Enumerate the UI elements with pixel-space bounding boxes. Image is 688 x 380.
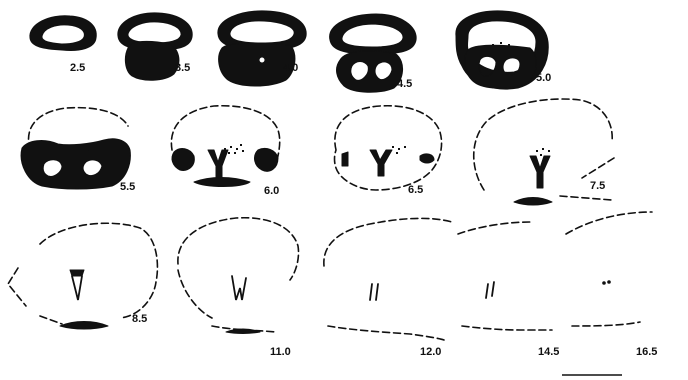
section-11-0-outline	[178, 218, 299, 332]
section-7-5: 7.5	[474, 99, 614, 205]
section-14-5-outline	[458, 222, 552, 330]
section-14-5: 14.5	[458, 222, 559, 358]
section-4-0-label: 4.0	[283, 62, 298, 74]
section-12-0-right-mark	[376, 284, 378, 300]
section-5-0-ventral-mass	[465, 45, 537, 88]
section-3-5-label: 3.5	[175, 62, 190, 74]
section-5-5: 5.5	[21, 108, 135, 193]
section-8-5-v-cap	[70, 270, 84, 276]
section-14-5-label: 14.5	[538, 346, 559, 358]
section-6-5-left-mark	[342, 152, 348, 166]
section-6-0-y-structure	[208, 150, 228, 178]
section-12-0-outline	[324, 218, 452, 340]
section-14-5-left-mark	[486, 284, 488, 298]
section-6-0-lateral-right	[255, 148, 278, 171]
section-2-5: 2.5	[30, 16, 96, 74]
section-16-5-left-dot	[602, 281, 606, 285]
section-11-0-label: 11.0	[270, 346, 291, 358]
section-6-5-dots	[392, 146, 406, 154]
section-11-0-floor	[226, 329, 260, 334]
section-8-5: 8.5	[8, 223, 157, 329]
section-4-5-label: 4.5	[397, 78, 412, 90]
section-11-0-w-structure	[232, 276, 246, 300]
section-7-5-floor	[514, 198, 552, 206]
section-6-5-outline	[335, 106, 442, 190]
section-12-0: 12.0	[324, 218, 452, 358]
section-6-5-label: 6.5	[408, 184, 423, 196]
section-3-5: 3.5	[118, 13, 192, 80]
section-4-0-canal	[260, 58, 265, 63]
section-12-0-label: 12.0	[420, 346, 441, 358]
section-4-5: 4.5	[330, 14, 417, 92]
section-7-5-dots	[536, 148, 550, 156]
section-16-5-label: 16.5	[636, 346, 657, 358]
section-6-0-label: 6.0	[264, 185, 279, 197]
section-3-5-ventral-mass	[125, 41, 179, 80]
section-16-5-right-dot	[607, 280, 611, 284]
section-2-5-ring	[30, 16, 96, 51]
section-16-5: 16.5	[566, 212, 657, 358]
section-6-5-right-mark	[420, 154, 434, 163]
section-4-5-ring	[330, 14, 417, 54]
section-11-0: 11.0	[178, 218, 299, 358]
section-8-5-label: 8.5	[132, 313, 147, 325]
section-8-5-floor	[60, 322, 108, 330]
section-2-5-label: 2.5	[70, 62, 85, 74]
section-5-0: 5.0	[456, 11, 551, 89]
section-12-0-left-mark	[370, 284, 372, 300]
section-6-0-floor	[194, 178, 250, 187]
section-7-5-label: 7.5	[590, 180, 605, 192]
section-6-0: 6.0	[171, 106, 279, 197]
section-6-0-lateral-left	[172, 149, 194, 171]
section-14-5-right-mark	[492, 282, 494, 296]
section-5-0-label: 5.0	[536, 72, 551, 84]
section-8-5-v-structure	[72, 276, 82, 300]
section-16-5-outline	[566, 212, 652, 326]
section-6-5: 6.5	[335, 106, 442, 196]
section-6-5-y-structure	[370, 150, 392, 176]
section-4-0: 4.0	[218, 11, 306, 86]
section-4-5-ventral-mass	[337, 51, 403, 93]
section-7-5-y-structure	[530, 156, 550, 188]
section-5-5-label: 5.5	[120, 181, 135, 193]
